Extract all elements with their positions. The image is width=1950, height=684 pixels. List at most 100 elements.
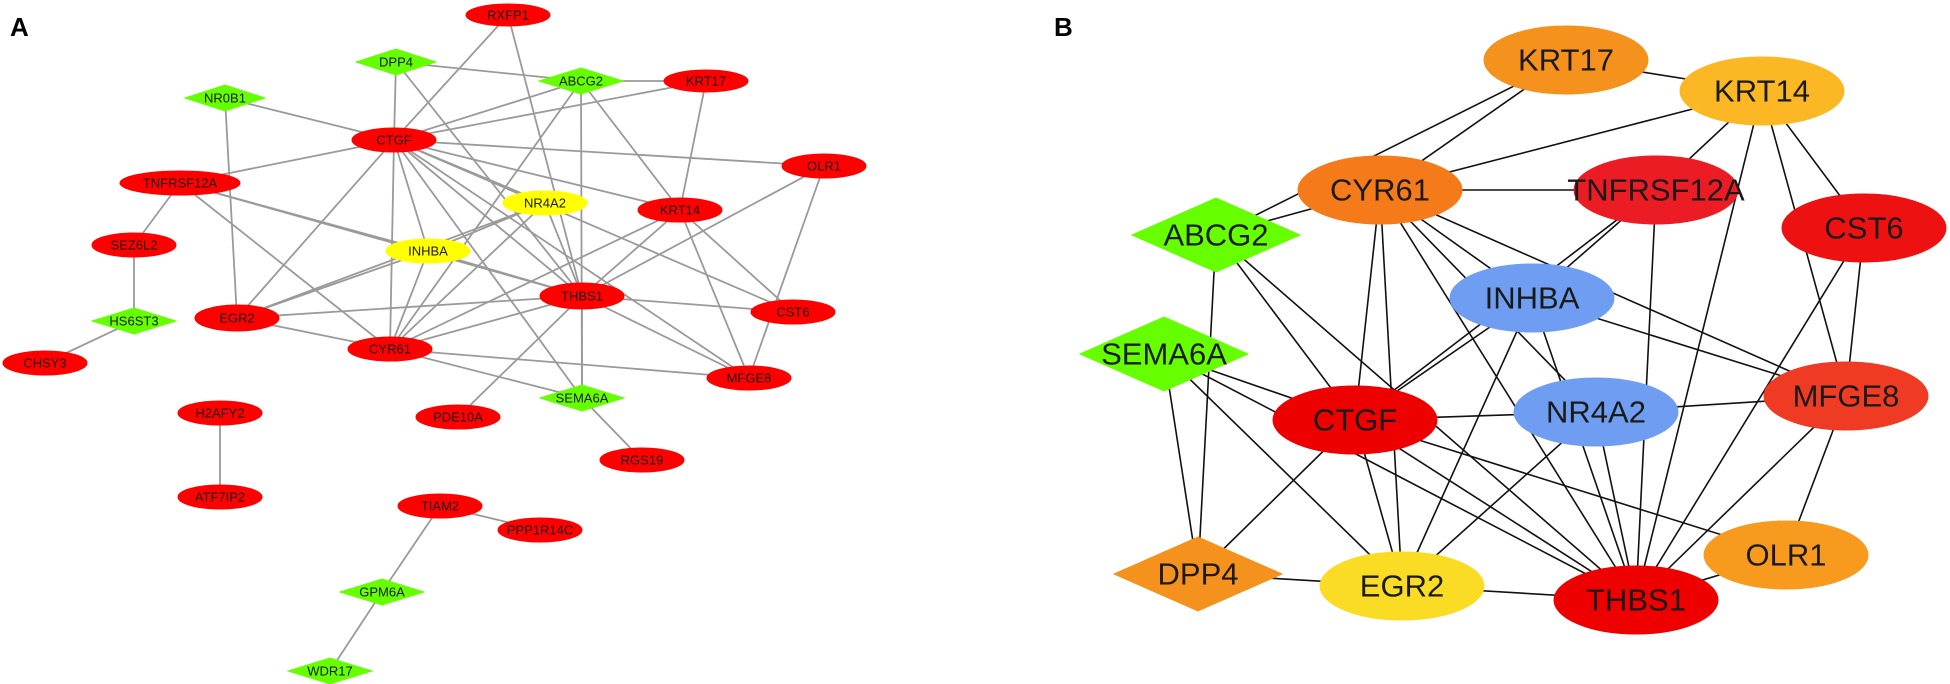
node-chsy3[interactable]: CHSY3 [2, 350, 88, 376]
node-inhba-ellipse [385, 238, 471, 264]
node-mfge8[interactable]: MFGE8 [706, 365, 792, 391]
node-h2afy2-ellipse [177, 400, 263, 426]
edge-abcg2-ctgf [393, 80, 582, 141]
node-nr4a2-ellipse [1513, 377, 1679, 447]
node-ppp1r14c[interactable]: PPP1R14C [497, 517, 583, 543]
node-wdr17-label: WDR17 [307, 664, 353, 679]
node-ctgf-ellipse [1272, 385, 1438, 455]
edge-inhba-cyr61 [389, 250, 429, 350]
edge-sema6a-thbs1 [1163, 353, 1637, 601]
node-dpp4[interactable]: DPP4 [354, 48, 438, 76]
node-cst6[interactable]: CST6 [750, 299, 836, 325]
node-dpp4[interactable]: DPP4 [1112, 536, 1284, 612]
edge-ctgf-cst6 [393, 139, 794, 313]
edge-cyr61-thbs1 [1379, 189, 1637, 601]
node-wdr17-diamond [286, 657, 374, 684]
panel-b-label: B [1054, 12, 1073, 42]
node-olr1[interactable]: OLR1 [781, 153, 867, 179]
node-tiam2-label: TIAM2 [421, 499, 459, 514]
edge-ctgf-egr2 [236, 139, 395, 319]
edge-ctgf-mfge8 [393, 139, 750, 379]
edge-krt14-cyr61 [389, 209, 681, 350]
node-sez6l2[interactable]: SEZ6L2 [91, 232, 177, 258]
node-krt14-label: KRT14 [660, 203, 700, 218]
edge-inhba-thbs1 [1531, 297, 1637, 601]
edge-tiam2-gpm6a [381, 505, 441, 593]
node-nr4a2[interactable]: NR4A2 [1513, 377, 1679, 447]
node-h2afy2[interactable]: H2AFY2 [177, 400, 263, 426]
edge-cst6-thbs1 [1635, 227, 1865, 601]
node-thbs1[interactable]: THBS1 [1553, 565, 1719, 635]
node-sema6a-label: SEMA6A [556, 391, 609, 406]
node-ctgf[interactable]: CTGF [351, 127, 437, 153]
node-abcg2-diamond [537, 67, 625, 95]
edge-ctgf-inhba [393, 139, 429, 252]
node-inhba[interactable]: INHBA [1449, 263, 1615, 333]
edge-mfge8-thbs1 [1635, 395, 1847, 601]
node-pde10a-label: PDE10A [433, 410, 483, 425]
node-cst6[interactable]: CST6 [1781, 193, 1947, 263]
node-tiam2[interactable]: TIAM2 [397, 493, 483, 519]
node-thbs1-label: THBS1 [1586, 583, 1686, 618]
node-chsy3-ellipse [2, 350, 88, 376]
node-cyr61[interactable]: CYR61 [1297, 155, 1463, 225]
edge-krt14-mfge8 [679, 209, 750, 379]
node-atf7ip2-ellipse [177, 484, 263, 510]
edge-krt17-abcg2 [1215, 59, 1567, 236]
edge-ctgf-olr1 [1354, 419, 1787, 556]
node-nr0b1-label: NR0B1 [204, 91, 246, 106]
node-krt14-ellipse [637, 197, 723, 223]
node-inhba-label: INHBA [1485, 281, 1580, 316]
node-krt17[interactable]: KRT17 [1483, 25, 1649, 95]
edge-sema6a-egr2 [1163, 353, 1403, 587]
node-rxfp1[interactable]: RXFP1 [465, 3, 551, 27]
node-thbs1[interactable]: THBS1 [539, 282, 625, 310]
node-gpm6a-label: GPM6A [359, 585, 405, 600]
node-nr4a2[interactable]: NR4A2 [502, 190, 588, 216]
edge-nr0b1-egr2 [224, 97, 238, 319]
node-rgs19-label: RGS19 [621, 453, 664, 468]
edge-tnfrsf12a-inhba [179, 182, 429, 252]
node-egr2[interactable]: EGR2 [194, 304, 280, 332]
node-atf7ip2[interactable]: ATF7IP2 [177, 484, 263, 510]
node-rgs19[interactable]: RGS19 [599, 447, 685, 473]
node-olr1-ellipse [781, 153, 867, 179]
node-gpm6a[interactable]: GPM6A [338, 578, 426, 606]
node-mfge8-label: MFGE8 [1793, 379, 1900, 414]
node-sema6a[interactable]: SEMA6A [538, 384, 626, 412]
node-olr1[interactable]: OLR1 [1703, 520, 1869, 590]
node-abcg2-diamond [1130, 197, 1302, 273]
node-ctgf[interactable]: CTGF [1272, 385, 1438, 455]
node-inhba[interactable]: INHBA [385, 238, 471, 264]
node-sez6l2-ellipse [91, 232, 177, 258]
node-abcg2[interactable]: ABCG2 [537, 67, 625, 95]
node-cyr61[interactable]: CYR61 [347, 336, 433, 362]
node-dpp4-label: DPP4 [1158, 557, 1239, 592]
node-sema6a-label: SEMA6A [1101, 337, 1227, 372]
node-hs6st3-label: HS6ST3 [109, 314, 158, 329]
node-egr2[interactable]: EGR2 [1319, 551, 1485, 621]
node-tiam2-ellipse [397, 493, 483, 519]
node-abcg2[interactable]: ABCG2 [1130, 197, 1302, 273]
node-ppp1r14c-ellipse [497, 517, 583, 543]
node-cst6-label: CST6 [776, 305, 809, 320]
edge-rxfp1-thbs1 [507, 14, 583, 297]
node-sema6a[interactable]: SEMA6A [1078, 316, 1250, 392]
node-abcg2-label: ABCG2 [1163, 218, 1268, 253]
node-krt14[interactable]: KRT14 [1679, 56, 1845, 126]
node-krt14[interactable]: KRT14 [637, 197, 723, 223]
node-rxfp1-ellipse [465, 3, 551, 27]
node-nr0b1[interactable]: NR0B1 [183, 84, 267, 112]
node-wdr17[interactable]: WDR17 [286, 657, 374, 684]
node-pde10a[interactable]: PDE10A [415, 404, 501, 430]
node-abcg2-label: ABCG2 [559, 74, 603, 89]
node-sez6l2-label: SEZ6L2 [111, 238, 158, 253]
node-krt17[interactable]: KRT17 [663, 69, 749, 93]
node-egr2-label: EGR2 [1360, 569, 1444, 604]
node-mfge8[interactable]: MFGE8 [1763, 361, 1929, 431]
node-tnfrsf12a[interactable]: TNFRSF12A [119, 170, 241, 196]
node-tnfrsf12a[interactable]: TNFRSF12A [1567, 155, 1745, 225]
node-hs6st3[interactable]: HS6ST3 [90, 307, 178, 335]
